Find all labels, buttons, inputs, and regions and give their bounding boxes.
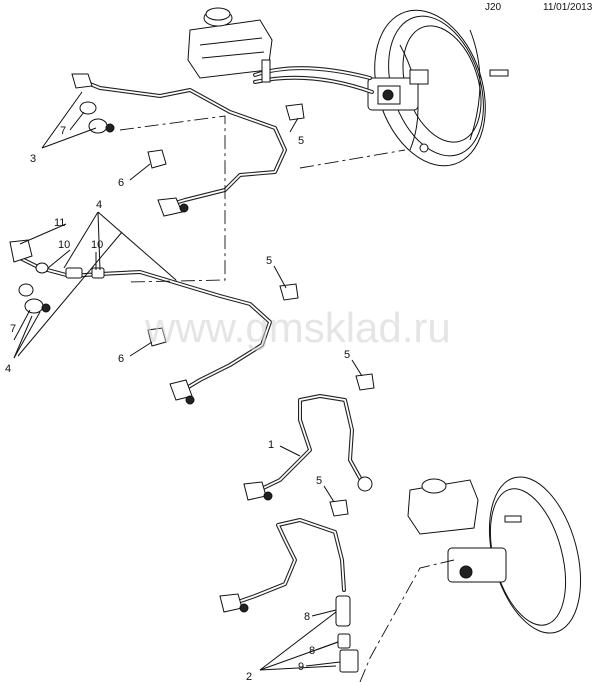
diagram-code: J20	[485, 2, 502, 13]
brake-line-upper	[71, 73, 287, 217]
master-cylinder-top	[367, 69, 429, 111]
clip-6-upper	[147, 149, 167, 169]
clip-5-line2	[329, 499, 349, 517]
callout-9: 9	[298, 661, 304, 673]
brake-line-2	[219, 518, 346, 613]
brake-booster-top	[374, 9, 509, 167]
fitting-9	[339, 649, 359, 673]
diagram-date: 11/01/2013	[543, 2, 593, 13]
callout-5: 5	[298, 135, 304, 147]
watermark-text: www.gmsklad.ru	[144, 304, 451, 351]
callout-7: 7	[10, 323, 16, 335]
reservoir-top	[187, 7, 374, 94]
fitting-7-upper	[79, 101, 115, 134]
callout-4: 4	[96, 199, 102, 211]
callout-5: 5	[344, 349, 350, 361]
brake-booster-bottom	[488, 476, 582, 634]
hose-8-upper	[335, 595, 351, 627]
leader-lines	[13, 91, 363, 671]
callout-10: 10	[91, 239, 103, 251]
callout-4: 4	[5, 363, 11, 375]
callout-5: 5	[316, 475, 322, 487]
brake-line-1	[243, 394, 373, 501]
callout-8: 8	[304, 611, 310, 623]
callout-3: 3	[30, 153, 36, 165]
callout-7: 7	[60, 125, 66, 137]
fitting-7-lower	[18, 283, 51, 314]
brake-line-middle	[9, 239, 272, 405]
reservoir-bottom	[407, 478, 507, 583]
callout-10: 10	[58, 239, 70, 251]
clip-5-middle	[279, 283, 299, 301]
hose-8-lower	[337, 633, 351, 649]
callout-2: 2	[246, 671, 252, 682]
clip-5-line1	[355, 373, 375, 391]
clip-6-lower	[147, 327, 167, 347]
callout-6: 6	[118, 353, 124, 365]
callout-8: 8	[309, 645, 315, 657]
callout-5: 5	[266, 255, 272, 267]
clip-5-upper	[285, 103, 305, 121]
callout-11: 11	[54, 217, 65, 229]
callout-1: 1	[268, 439, 274, 451]
callout-6: 6	[118, 177, 124, 189]
